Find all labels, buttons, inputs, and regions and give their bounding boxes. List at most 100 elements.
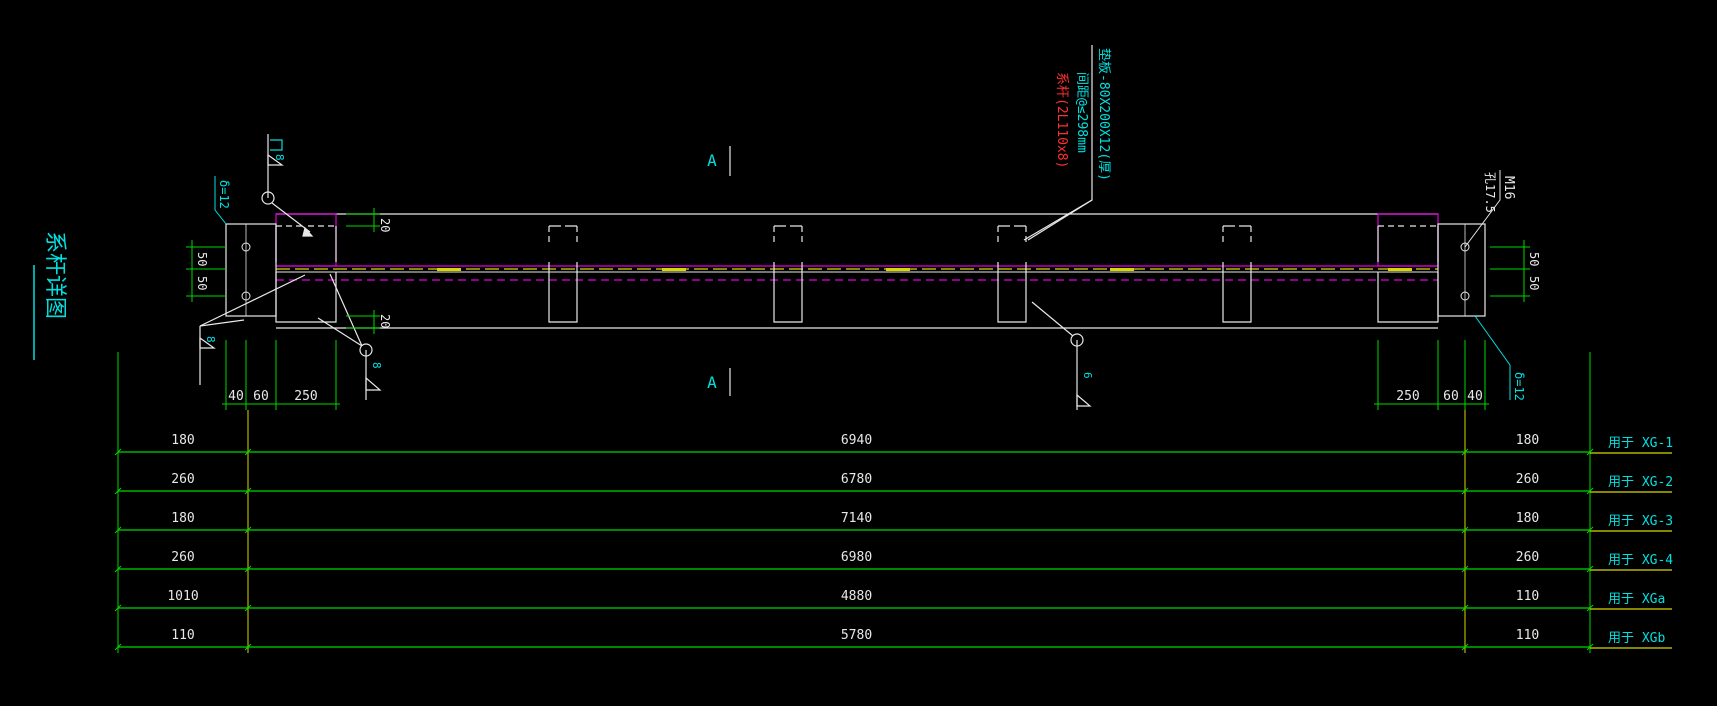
dim-right-60: 60 [1443, 389, 1459, 404]
length-row: 260 6980 260 用于 XG-4 [114, 550, 1673, 573]
dim-left-250: 250 [294, 389, 317, 404]
length-row: 1010 4880 110 用于 XGa [114, 589, 1672, 612]
weld-labels: 8 8 8 6 [204, 154, 1094, 379]
bolt-hole-left-top [241, 242, 251, 252]
length-row-tick [1461, 526, 1469, 534]
dim-left-50a: 50 [195, 252, 209, 266]
length-row: 180 7140 180 用于 XG-3 [114, 511, 1673, 534]
length-row-tick [114, 526, 122, 534]
length-row-left: 1010 [167, 589, 198, 604]
callout-red: 系杆(2L110x8) [1054, 72, 1069, 168]
end-plate-left [225, 223, 277, 317]
dim-right-40: 40 [1467, 389, 1483, 404]
length-row-label: 用于 XGb [1608, 631, 1665, 646]
length-row-tick [1461, 448, 1469, 456]
dim-right-50b: 50 [1527, 276, 1541, 290]
weld-label-top-left: 8 [273, 154, 286, 161]
length-row-mid: 6980 [841, 550, 872, 565]
end-dimension-text: 40 60 250 250 60 40 [228, 389, 1483, 404]
length-row-right: 180 [1516, 511, 1539, 526]
length-row-right: 110 [1516, 628, 1539, 643]
length-row-tick [114, 604, 122, 612]
length-row: 110 5780 110 用于 XGb [114, 628, 1672, 651]
local-dimension-text: 20 20 50 50 50 50 [195, 218, 1541, 328]
length-row-tick [1586, 448, 1594, 456]
length-row: 180 6940 180 用于 XG-1 [114, 433, 1673, 456]
length-row-left: 110 [171, 628, 194, 643]
dim-bottom-gap: 20 [378, 314, 392, 328]
bolt-hole-right-bottom [1460, 291, 1470, 301]
dim-left-60: 60 [253, 389, 269, 404]
length-row-label: 用于 XGa [1608, 592, 1665, 607]
length-row-tick [1586, 604, 1594, 612]
section-marks: A A [707, 146, 731, 396]
length-row-mid: 5780 [841, 628, 872, 643]
length-row-tick [244, 643, 252, 651]
section-mark-top: A [707, 151, 717, 170]
length-row-tick [1586, 526, 1594, 534]
length-row-left: 260 [171, 472, 194, 487]
centerline-tags [437, 268, 1412, 271]
dim-top-gap: 20 [378, 218, 392, 232]
thickness-callouts: δ=12 δ=12 [214, 176, 1526, 401]
length-row-tick [244, 526, 252, 534]
member-end-right [1377, 213, 1439, 267]
bolt-label: M16 [1501, 176, 1516, 199]
beam-elevation [225, 213, 1486, 329]
length-row-left: 180 [171, 433, 194, 448]
thickness-label-right: δ=12 [1512, 372, 1526, 401]
length-row-mid: 7140 [841, 511, 872, 526]
length-row-left: 260 [171, 550, 194, 565]
length-row-tick [244, 604, 252, 612]
length-row-tick [114, 487, 122, 495]
dim-left-40: 40 [228, 389, 244, 404]
end-plate-right [1437, 223, 1486, 317]
dim-right-250: 250 [1396, 389, 1419, 404]
bolt-hole-right-top [1460, 242, 1470, 252]
callout-main: 垫板-80X200X12(厚) [1096, 48, 1112, 181]
hole-label: 孔17.5 [1483, 172, 1497, 213]
weld-circle-bottom-mid [1070, 333, 1084, 347]
length-row-mid: 4880 [841, 589, 872, 604]
length-row-right: 260 [1516, 550, 1539, 565]
length-row-tick [1586, 487, 1594, 495]
length-row-tick [1586, 565, 1594, 573]
length-row-label: 用于 XG-4 [1608, 553, 1673, 568]
length-row-tick [114, 643, 122, 651]
length-row: 260 6780 260 用于 XG-2 [114, 472, 1673, 495]
dim-right-50a: 50 [1527, 252, 1541, 266]
length-row-label: 用于 XG-3 [1608, 514, 1673, 529]
weld-label-bottom-left: 8 [204, 336, 217, 343]
length-row-tick [244, 487, 252, 495]
weld-circle-top-left [261, 191, 275, 205]
length-row-label: 用于 XG-1 [1608, 436, 1673, 451]
callout-leader: 垫板-80X200X12(厚) 间距@≤298mm 系杆(2L110x8) [1027, 45, 1112, 241]
length-row-tick [1586, 643, 1594, 651]
length-row-tick [1461, 487, 1469, 495]
member-end-left [275, 213, 337, 267]
length-table: 180 6940 180 用于 XG-1 260 6780 260 用于 XG-2 180 714… [114, 352, 1673, 653]
drawing-title-group: 系杆详图 [33, 231, 67, 360]
length-row-tick [114, 565, 122, 573]
callout-spacing: 间距@≤298mm [1074, 72, 1089, 153]
length-row-right: 260 [1516, 472, 1539, 487]
length-row-tick [1461, 604, 1469, 612]
dim-left-50b: 50 [195, 276, 209, 290]
length-row-right: 180 [1516, 433, 1539, 448]
length-row-tick [1461, 565, 1469, 573]
length-row-mid: 6780 [841, 472, 872, 487]
length-row-label: 用于 XG-2 [1608, 475, 1673, 490]
weld-label-bottom-center-left: 8 [370, 362, 383, 369]
end-dimensions [222, 340, 1489, 410]
section-mark-bottom: A [707, 373, 717, 392]
length-row-tick [244, 448, 252, 456]
length-row-left: 180 [171, 511, 194, 526]
length-row-tick [244, 565, 252, 573]
length-row-mid: 6940 [841, 433, 872, 448]
thickness-label-left: δ=12 [217, 180, 231, 209]
batten-plates [275, 225, 1439, 323]
weld-label-bottom-mid: 6 [1081, 372, 1094, 379]
drawing-title: 系杆详图 [42, 231, 67, 319]
length-row-right: 110 [1516, 589, 1539, 604]
